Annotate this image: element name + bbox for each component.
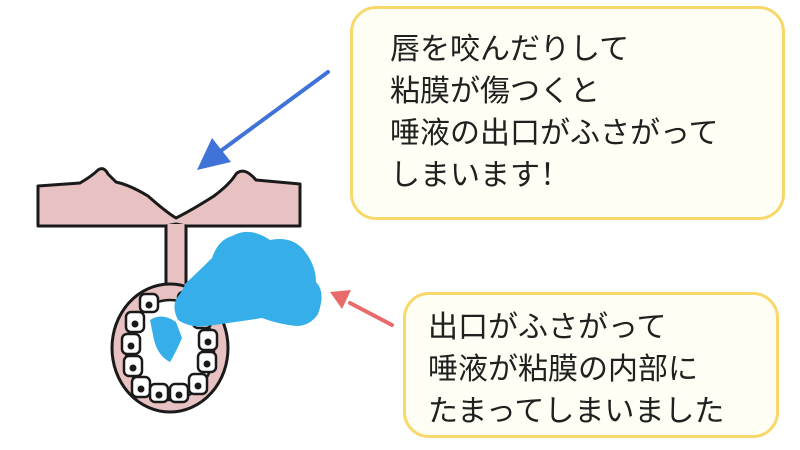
callout-top: 唇を咬んだりして 粘膜が傷つくと 唾液の出口がふさがって しまいます！ xyxy=(350,6,785,220)
callout-line: しまいます！ xyxy=(390,158,570,193)
callout-line: たまってしまいました xyxy=(428,394,725,429)
callout-line: 粘膜が傷つくと xyxy=(390,74,600,109)
blue-arrow xyxy=(197,70,330,170)
callout-bottom: 出口がふさがって 唾液が粘膜の内部に たまってしまいました xyxy=(403,292,779,438)
salivary-duct xyxy=(164,226,188,288)
callout-line: 唾液の出口がふさがって xyxy=(390,116,719,151)
callout-line: 出口がふさがって xyxy=(428,310,667,345)
callout-line: 唾液が粘膜の内部に xyxy=(428,352,698,387)
saliva-pool xyxy=(174,231,322,327)
lip-mucosa xyxy=(36,167,302,228)
red-arrow xyxy=(330,290,394,327)
callout-line: 唇を咬んだりして xyxy=(390,32,630,67)
